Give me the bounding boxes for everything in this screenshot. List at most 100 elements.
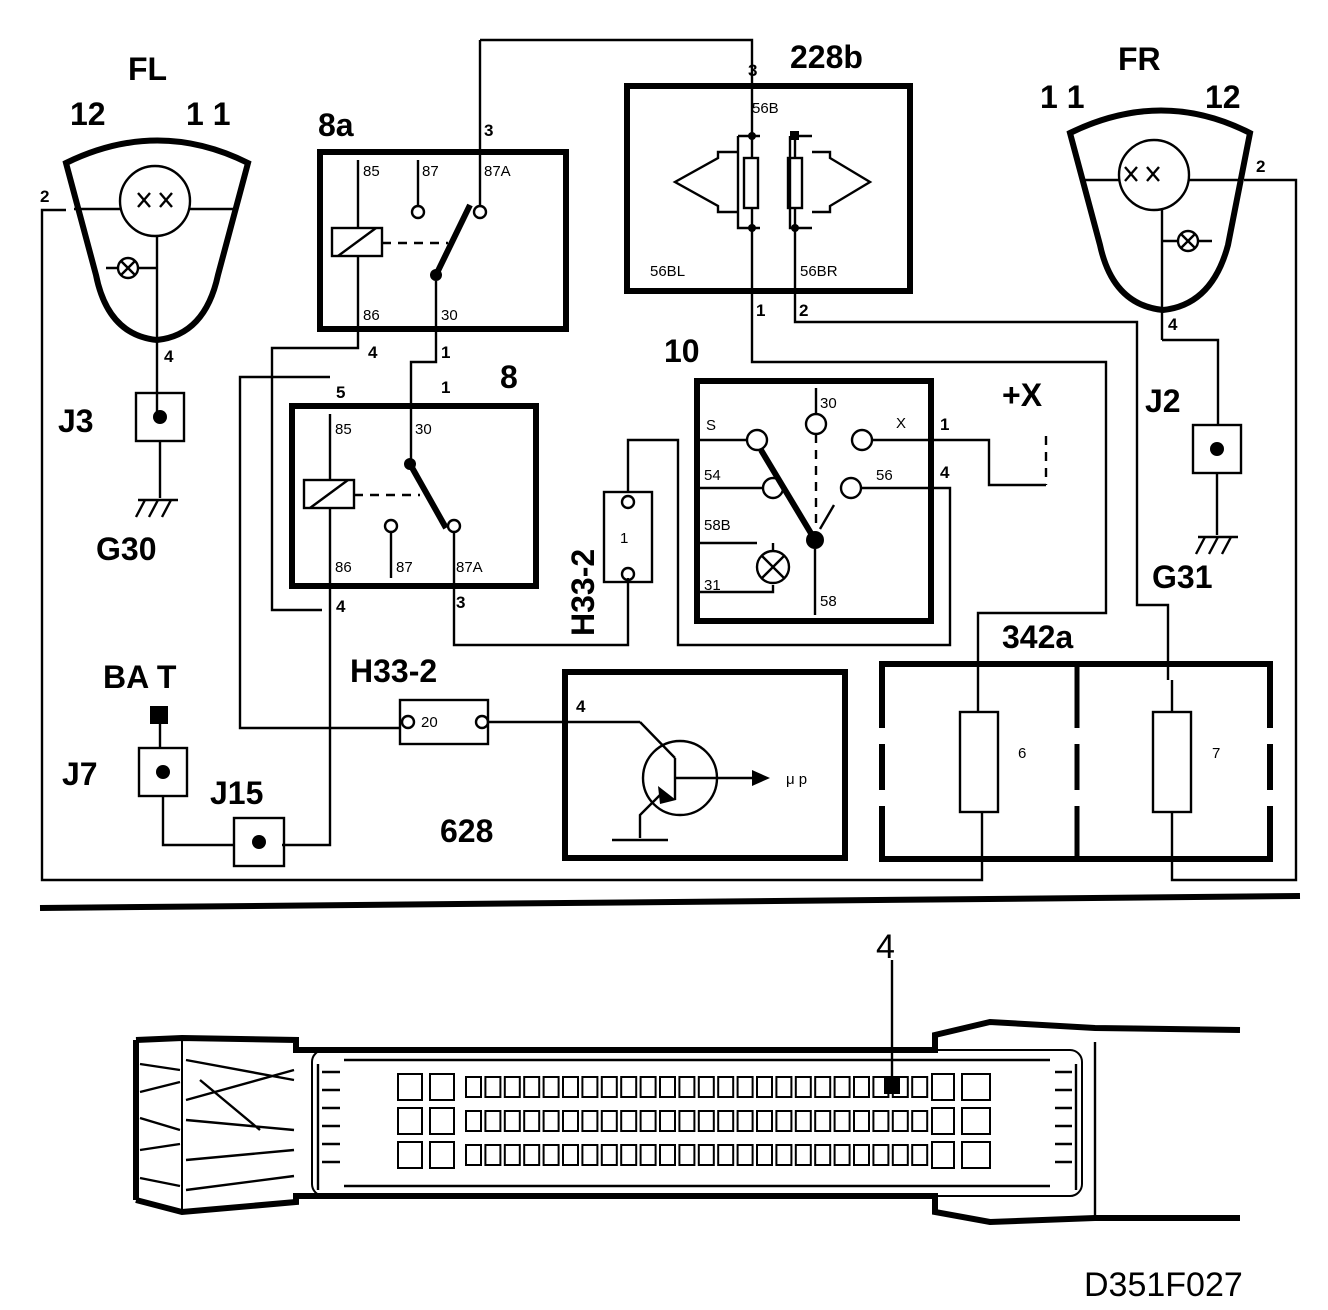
sw-30: 30 [820, 395, 837, 412]
pin-cavity [659, 1076, 676, 1098]
sw-pin4: 4 [940, 463, 950, 482]
pin-cavity [620, 1076, 638, 1098]
pin-cavity [429, 1141, 455, 1169]
pin-cavity [756, 1144, 773, 1166]
pin-cavity [600, 1110, 618, 1132]
fl-11: 1 1 [186, 96, 230, 132]
pin-cavity [891, 1110, 909, 1132]
pin-cavity [639, 1144, 657, 1166]
pin-cavity [833, 1110, 851, 1132]
sw-56: 56 [876, 467, 893, 484]
ecu-connector-drawing: 4 [133, 928, 1241, 1226]
fr-12: 12 [1205, 79, 1241, 115]
pin-cavity [562, 1110, 579, 1132]
pin-cavity [853, 1110, 870, 1132]
pin-cavity [911, 1144, 929, 1166]
front-left-lamp: FL 12 1 1 2 4 [40, 51, 252, 418]
pin-cavity [814, 1110, 832, 1132]
wire-4a: 4 [368, 343, 378, 362]
j7-label: J7 [62, 756, 98, 792]
h33-top-pin: 1 [620, 530, 628, 547]
fuse-342a-label: 342a [1002, 619, 1073, 655]
ecu-mu: μ p [786, 771, 807, 788]
pin-cavity [503, 1144, 521, 1166]
pin-cavity [736, 1110, 754, 1132]
pin-cavity [756, 1076, 773, 1098]
front-right-lamp: FR 1 1 12 2 4 [1040, 41, 1265, 425]
connector-pin-callout: 4 [876, 928, 895, 966]
h33-top-label: H33-2 [565, 549, 601, 636]
wire-3a: 3 [484, 121, 493, 140]
fuse-6: 6 [1018, 745, 1026, 762]
fl-12: 12 [70, 96, 106, 132]
pin-cavity [853, 1076, 870, 1098]
pin-cavity [581, 1076, 599, 1098]
battery-junctions: BA T J7 J15 [62, 659, 286, 868]
pin-cavity [678, 1110, 696, 1132]
pin-cavity [756, 1110, 773, 1132]
pin-cavity [523, 1076, 541, 1098]
wire-3b: 3 [456, 593, 465, 612]
pin-cavity [678, 1076, 696, 1098]
pin-cavity [659, 1110, 676, 1132]
pin-cavity [397, 1107, 423, 1135]
pin-cavity [581, 1110, 599, 1132]
pin-cavity [717, 1076, 735, 1098]
pin-cavity [872, 1144, 890, 1166]
pin-cavity [562, 1076, 579, 1098]
pin-cavity [484, 1110, 502, 1132]
pin-cavity [639, 1110, 657, 1132]
r8a-86: 86 [363, 307, 380, 324]
pin-cavity [503, 1110, 521, 1132]
pin-cavity [523, 1144, 541, 1166]
pin-cavity [542, 1110, 560, 1132]
pin-cavity [736, 1076, 754, 1098]
fr-11: 1 1 [1040, 79, 1084, 115]
unit-228b: 228b 3 56B 56BL 56BR 1 2 [624, 39, 1170, 680]
r8a-30: 30 [441, 307, 458, 324]
g30-label: G30 [96, 531, 156, 567]
wire-1b: 1 [441, 378, 450, 397]
wire-4b: 4 [336, 597, 346, 616]
pin-cavity [465, 1144, 482, 1166]
pin-cavity [620, 1144, 638, 1166]
connector-pin-grid [397, 1073, 991, 1169]
connector-h33-vertical: 1 H33-2 [565, 490, 654, 636]
u228-56bl: 56BL [650, 263, 685, 280]
u228-56br: 56BR [800, 263, 838, 280]
switch-10-label: 10 [664, 333, 700, 369]
pin-cavity [872, 1110, 890, 1132]
pin-cavity [523, 1110, 541, 1132]
pin-cavity [562, 1144, 579, 1166]
pin-cavity [891, 1144, 909, 1166]
r8-87a: 87A [456, 559, 483, 576]
relay-8: 8 85 30 86 87 87A 1 5 4 3 [238, 359, 630, 847]
unit-228b-label: 228b [790, 39, 863, 75]
ecu-628-label: 628 [440, 813, 493, 849]
pin-cavity [853, 1144, 870, 1166]
connector-h33-horizontal: 20 H33-2 [350, 653, 640, 746]
j3-label: J3 [58, 403, 94, 439]
relay-8-label: 8 [500, 359, 518, 395]
pin-cavity [794, 1076, 812, 1098]
fl-pin2: 2 [40, 187, 49, 206]
fuse-7: 7 [1212, 745, 1220, 762]
pin-cavity [659, 1144, 676, 1166]
pin-cavity [397, 1141, 423, 1169]
ecu-pin4: 4 [576, 697, 586, 716]
pin-cavity [794, 1144, 812, 1166]
sw-pin1: 1 [940, 415, 949, 434]
pin-cavity [503, 1076, 521, 1098]
pin-cavity [620, 1110, 638, 1132]
pin-cavity [931, 1107, 955, 1135]
pin-cavity [429, 1107, 455, 1135]
j15-label: J15 [210, 775, 263, 811]
relay-8a-label: 8a [318, 107, 354, 143]
u228-3: 3 [748, 61, 757, 80]
r8a-85: 85 [363, 163, 380, 180]
pin-cavity [581, 1144, 599, 1166]
pin-cavity [833, 1144, 851, 1166]
sw-31: 31 [704, 577, 721, 594]
r8-86: 86 [335, 559, 352, 576]
fr-pin4: 4 [1168, 315, 1178, 334]
